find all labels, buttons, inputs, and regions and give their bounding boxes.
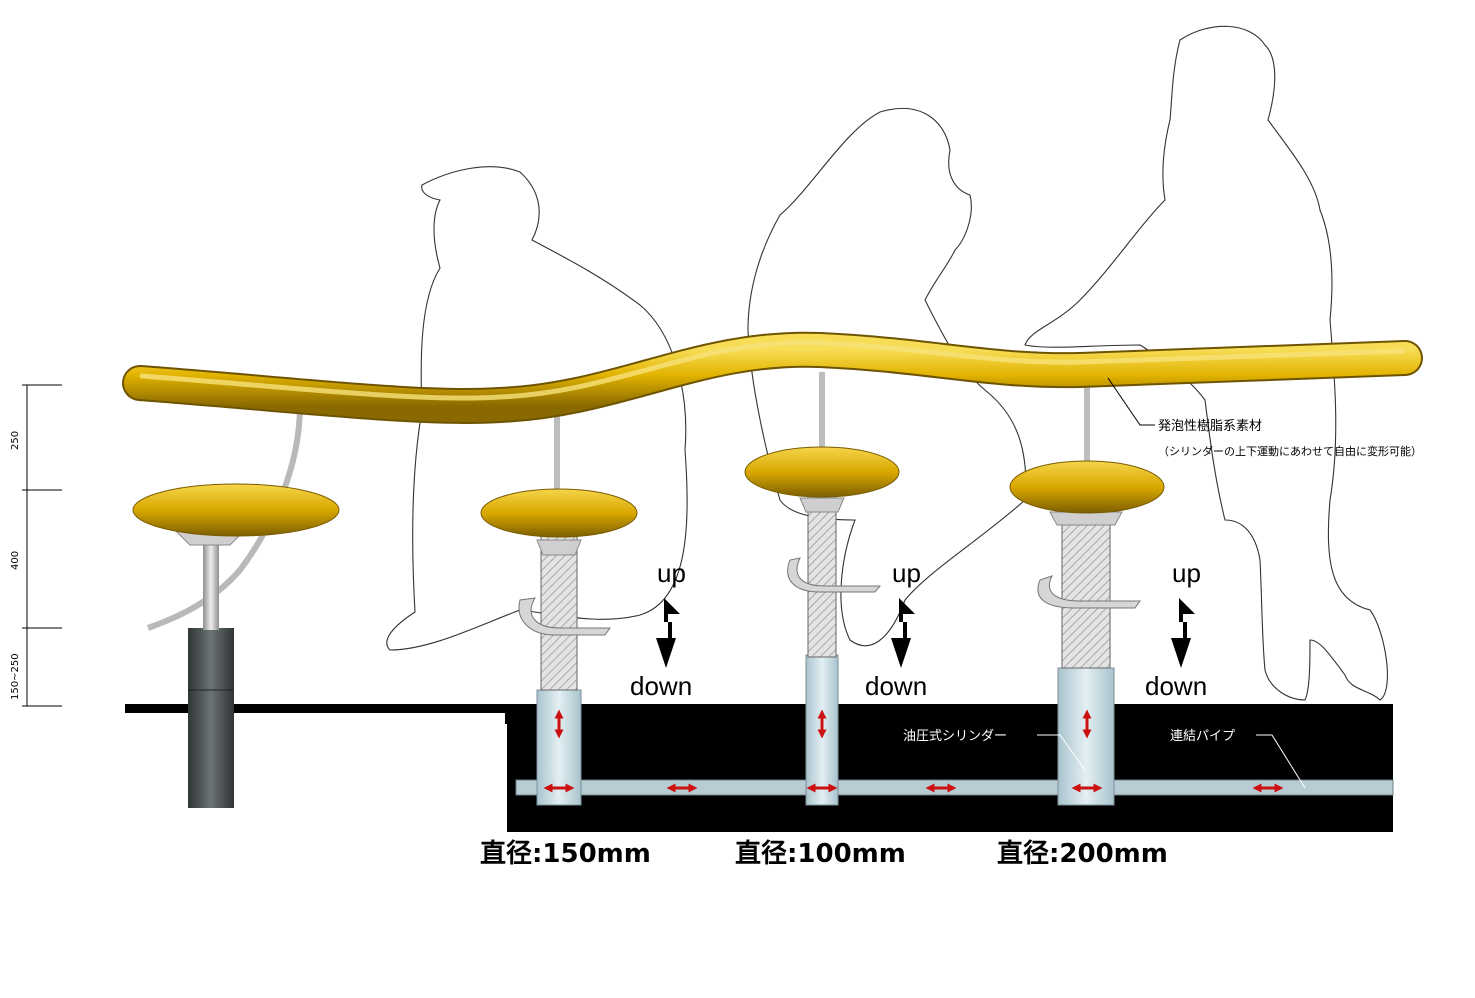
fixed-stool [132, 483, 340, 808]
label-connecting-pipe: 連結パイプ [1170, 729, 1235, 744]
diameter-label-150: 直径:150mm [480, 839, 651, 869]
seat-150 [480, 488, 638, 538]
ground-surface-left [125, 704, 515, 713]
motion-up-label: up [1172, 558, 1201, 588]
rail-support-curved [146, 404, 303, 631]
leader-material [1107, 377, 1155, 426]
diameter-label-200: 直径:200mm [997, 839, 1168, 869]
diameter-label-100: 直径:100mm [735, 839, 906, 869]
foam-rail [122, 331, 1423, 424]
motion-down-label: down [865, 671, 927, 701]
dimension-scale: 250 400 150~250 [10, 384, 62, 707]
hydraulic-stool-200 [1009, 460, 1165, 806]
piston-100 [807, 494, 837, 658]
motion-indicator-2: up down [865, 558, 927, 701]
motion-up-label: up [657, 558, 686, 588]
dimension-label-150-250: 150~250 [10, 653, 21, 700]
piston-150 [540, 529, 578, 691]
seat-100 [744, 446, 900, 498]
leader-cylinder [1037, 734, 1086, 771]
leader-lines [1037, 377, 1306, 789]
piston-200 [1061, 509, 1111, 669]
ground [125, 704, 1393, 832]
label-hydraulic-cylinder: 油圧式シリンダー [903, 729, 1007, 744]
rail-supports [146, 372, 1090, 631]
seat-200 [1009, 460, 1165, 514]
cylinder-200 [1057, 667, 1115, 806]
motion-down-label: down [1145, 671, 1207, 701]
fluid-flow-arrows [543, 709, 1284, 793]
fixed-stool-post [188, 628, 234, 808]
person-silhouette-standing [1024, 25, 1388, 701]
motion-indicator-1: up down [630, 558, 692, 701]
motion-indicator-3: up down [1145, 558, 1207, 701]
motion-up-label: up [892, 558, 921, 588]
dimension-label-250: 250 [10, 431, 21, 450]
label-material-note: （シリンダーの上下運動にあわせて自由に変形可能） [1158, 444, 1422, 458]
leader-pipe [1256, 734, 1306, 789]
underground-pit [507, 704, 1393, 832]
dimension-label-400: 400 [10, 551, 21, 570]
fixed-stool-seat [132, 483, 340, 537]
label-material: 発泡性樹脂系素材 [1158, 419, 1262, 434]
motion-down-label: down [630, 671, 692, 701]
